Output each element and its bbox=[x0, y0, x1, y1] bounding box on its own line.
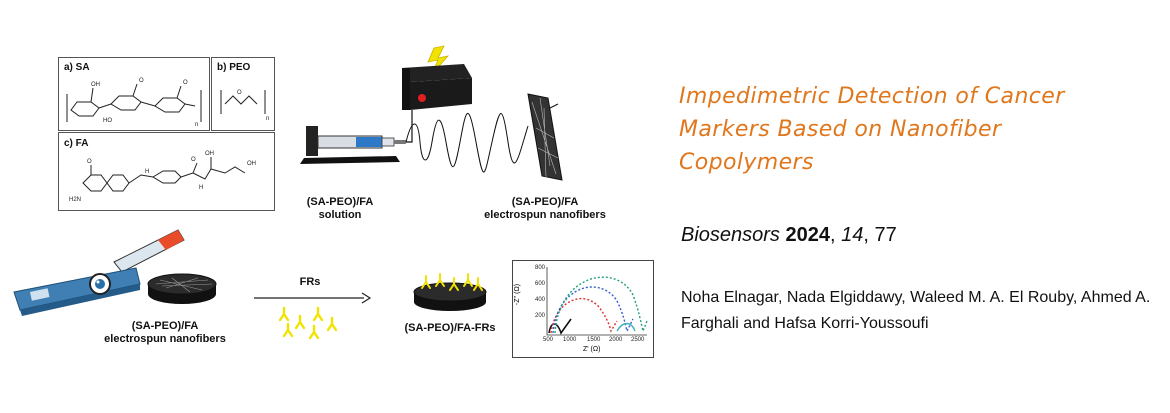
article-number: 77 bbox=[874, 224, 897, 246]
graphical-abstract: a) SA OH O O HO n b) PEO bbox=[13, 45, 654, 358]
nyquist-y-label: -Z'' (Ω) bbox=[514, 283, 522, 306]
y-tick: 400 bbox=[534, 297, 545, 303]
sa-structure-box: a) SA OH O O HO n bbox=[58, 57, 210, 131]
nyquist-x-ticks: 500 1000 1500 2000 2500 bbox=[543, 337, 651, 345]
fa-structure-box: c) FA O H2N H O OH OH H bbox=[58, 132, 275, 211]
collector-plate-icon bbox=[527, 93, 563, 181]
volume: 14 bbox=[841, 224, 864, 246]
svg-text:O: O bbox=[87, 159, 92, 165]
nyquist-curve-teal bbox=[616, 322, 636, 332]
svg-text:H2N: H2N bbox=[69, 197, 81, 203]
y-tick: 200 bbox=[534, 313, 545, 319]
fiber-jet bbox=[405, 113, 529, 173]
sa-label: a) SA bbox=[64, 62, 90, 73]
x-tick: 1500 bbox=[587, 337, 601, 343]
svg-text:O: O bbox=[191, 157, 196, 163]
x-tick: 2500 bbox=[631, 337, 645, 343]
svg-text:n: n bbox=[266, 116, 269, 122]
biosensor-device-icon bbox=[13, 229, 185, 316]
nyquist-x-label: Z' (Ω) bbox=[583, 346, 601, 353]
nyquist-curve-red bbox=[550, 297, 618, 334]
citation-separator: , bbox=[863, 224, 875, 246]
citation-separator: , bbox=[830, 224, 842, 246]
svg-text:n: n bbox=[195, 122, 198, 127]
svg-text:OH: OH bbox=[91, 82, 100, 88]
paper-title: Impedimetric Detection of Cancer Markers… bbox=[679, 84, 1065, 175]
electrospinning-setup bbox=[300, 45, 563, 181]
x-tick: 2000 bbox=[609, 337, 623, 343]
svg-text:OH: OH bbox=[205, 151, 214, 157]
arrow-label: FRs bbox=[299, 276, 321, 288]
power-supply-icon bbox=[402, 64, 472, 110]
lightning-icon bbox=[427, 45, 450, 75]
svg-text:HO: HO bbox=[103, 118, 112, 124]
nyquist-plot-area bbox=[546, 267, 648, 336]
journal-name: Biosensors bbox=[681, 224, 780, 246]
svg-text:O: O bbox=[183, 80, 188, 86]
nanofibers-caption-top: (SA-PEO)/FA electrospun nanofibers bbox=[484, 196, 606, 221]
nyquist-curve-green bbox=[554, 276, 648, 334]
modified-disk-caption: (SA-PEO)/FA-FRs bbox=[404, 322, 496, 334]
peo-structure-icon: O n bbox=[220, 90, 269, 122]
x-tick: 500 bbox=[543, 337, 554, 343]
svg-text:H: H bbox=[145, 169, 149, 175]
solution-caption: (SA-PEO)/FA solution bbox=[306, 196, 374, 221]
antibody-cluster-icon bbox=[278, 306, 338, 340]
nyquist-plot: -Z'' (Ω) 800 600 400 200 500 1000 1500 2… bbox=[512, 260, 654, 358]
fa-structure-icon: O H2N H O OH OH H bbox=[69, 151, 256, 203]
nanofiber-disk-icon bbox=[147, 273, 217, 304]
y-tick: 800 bbox=[534, 265, 545, 271]
svg-text:H: H bbox=[199, 185, 203, 191]
nanofibers-caption-bottom: (SA-PEO)/FA electrospun nanofibers bbox=[104, 320, 226, 345]
peo-structure-box: b) PEO O n bbox=[211, 57, 275, 131]
svg-text:O: O bbox=[139, 78, 144, 84]
peo-label: b) PEO bbox=[217, 62, 251, 73]
sa-structure-icon: OH O O HO n bbox=[66, 78, 202, 127]
nyquist-curve-black bbox=[548, 318, 572, 335]
nyquist-y-ticks: 800 600 400 200 bbox=[527, 265, 545, 337]
syringe-icon bbox=[300, 126, 406, 164]
author-list: Noha Elnagar, Nada Elgiddawy, Waleed M. … bbox=[681, 289, 1151, 332]
y-tick: 600 bbox=[534, 281, 545, 287]
svg-text:OH: OH bbox=[247, 161, 256, 167]
citation: Biosensors 2024, 14, 77 bbox=[681, 224, 897, 247]
fa-label: c) FA bbox=[64, 138, 89, 149]
publication-year: 2024 bbox=[785, 224, 831, 246]
reaction-arrow bbox=[254, 292, 372, 304]
modified-disk-icon bbox=[413, 273, 487, 311]
x-tick: 1000 bbox=[563, 337, 577, 343]
svg-text:O: O bbox=[237, 90, 242, 96]
